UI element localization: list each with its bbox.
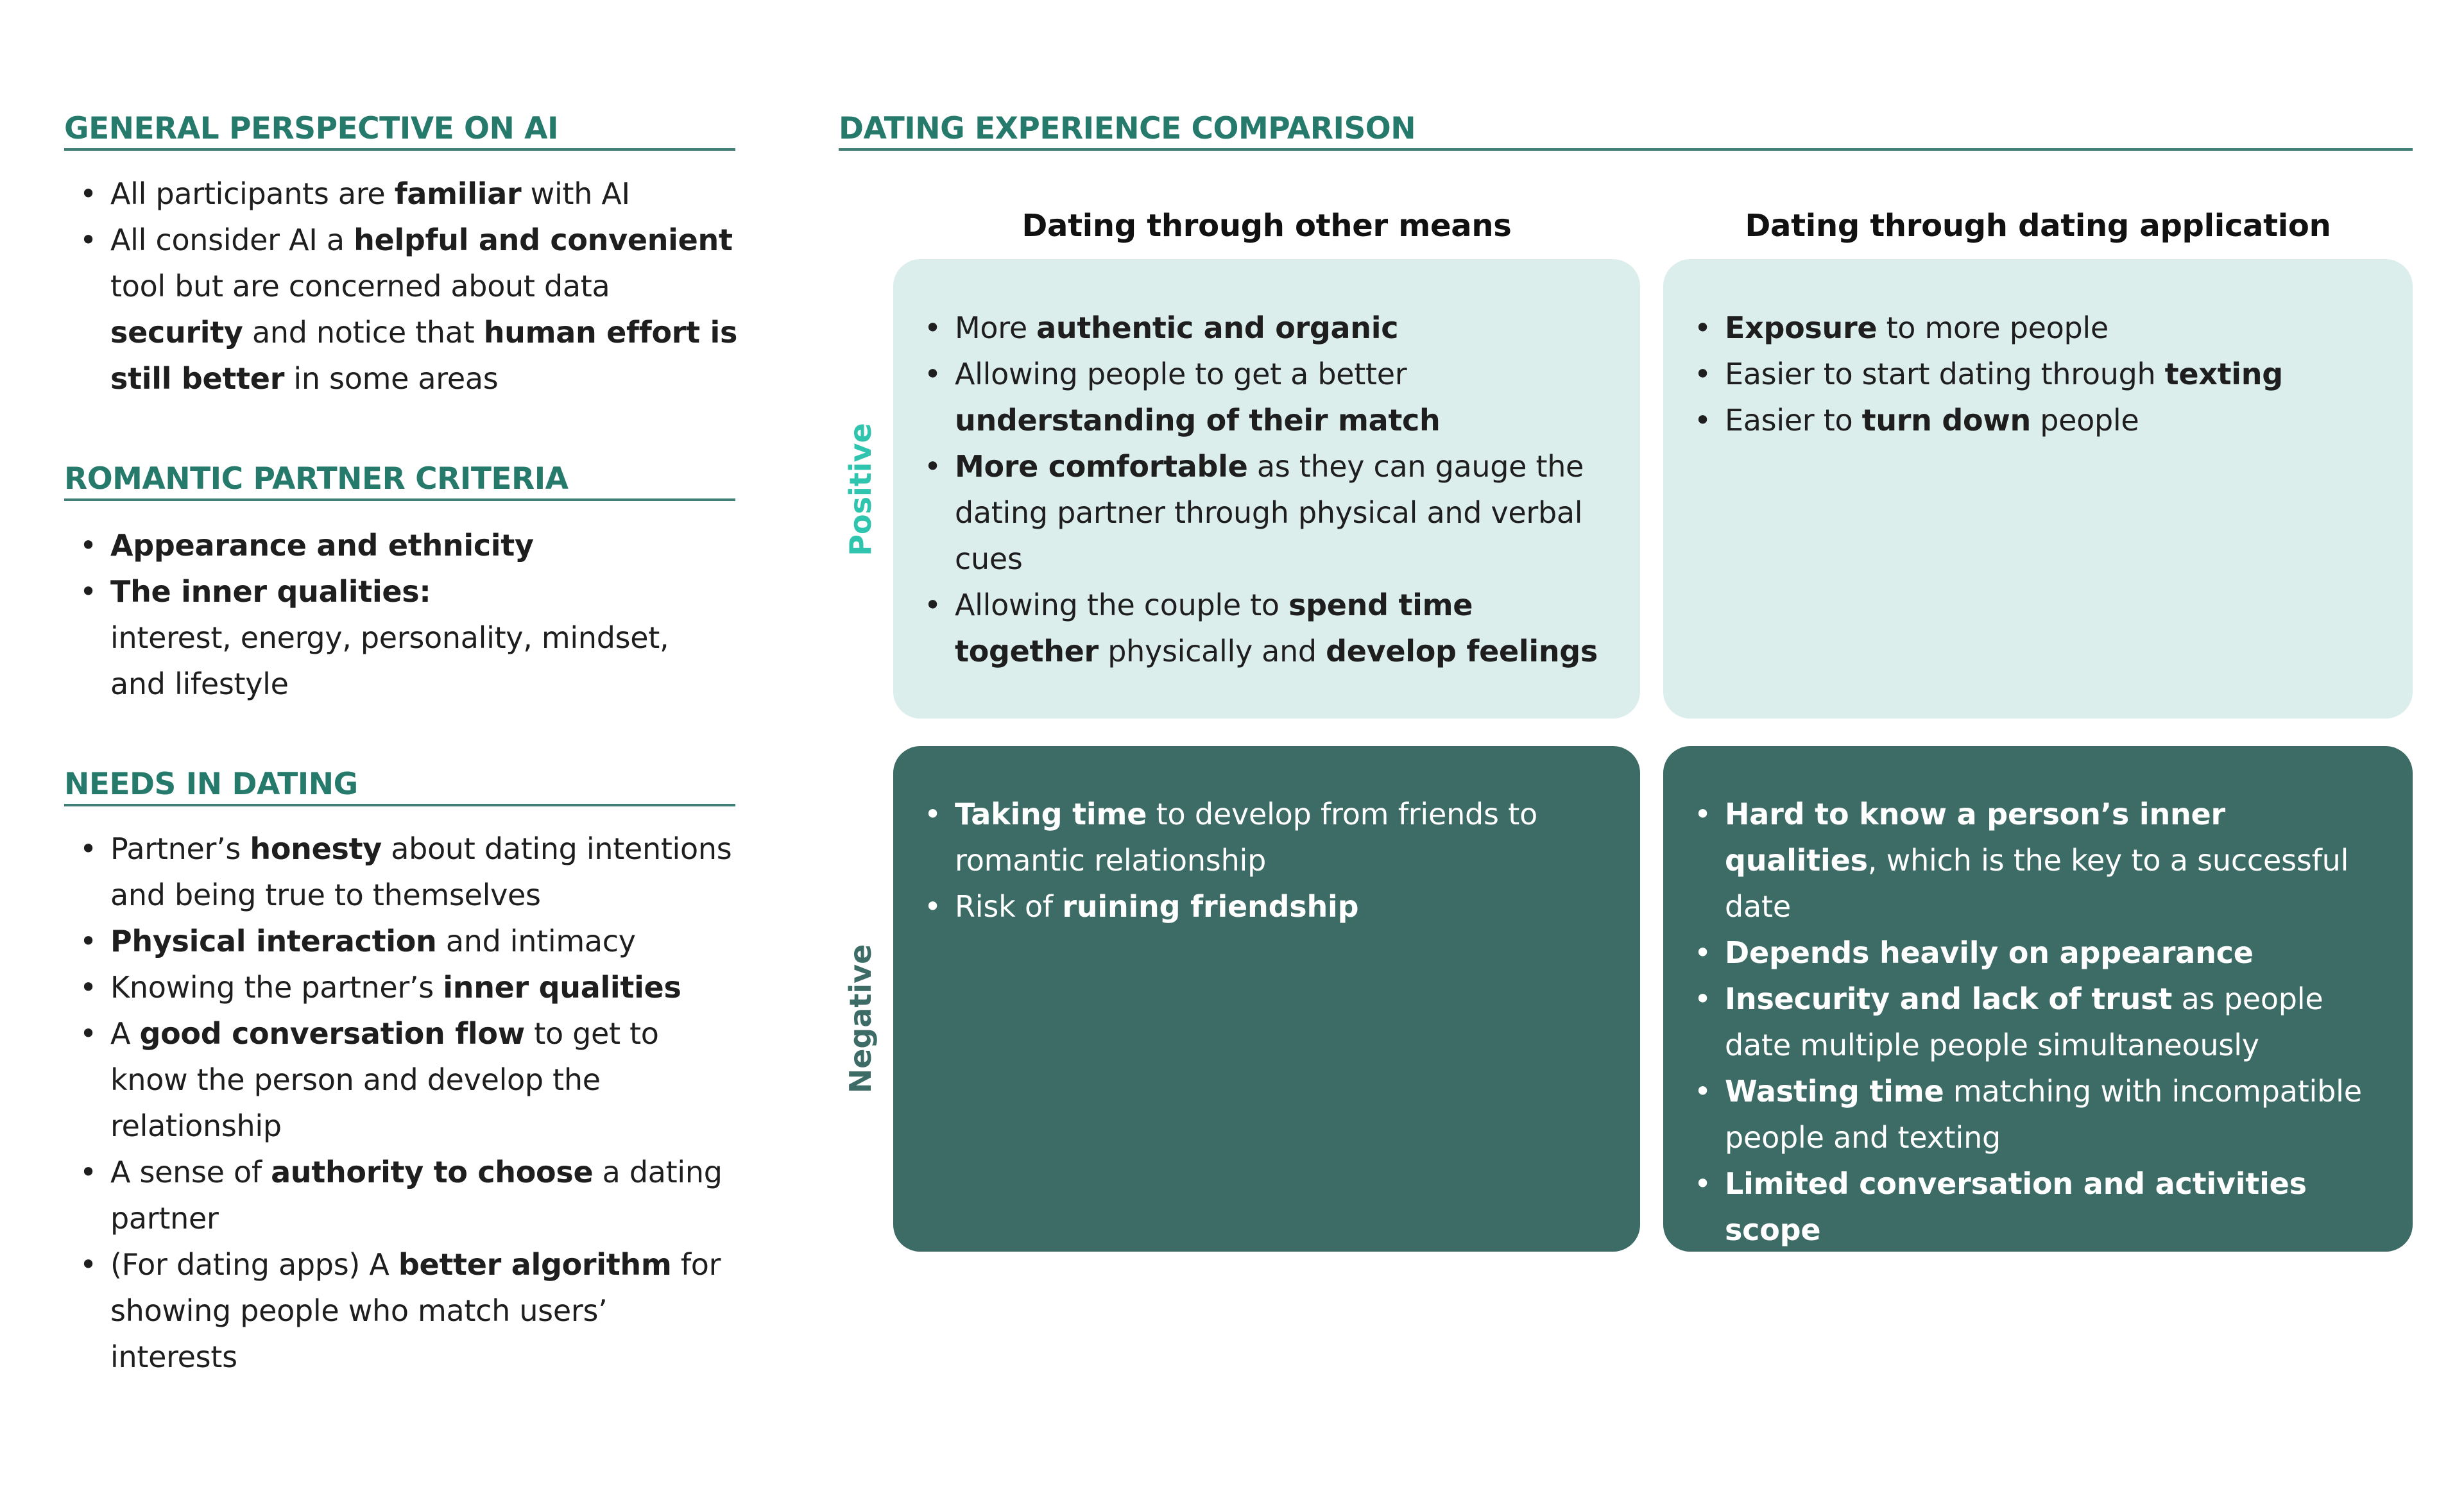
- positive-dating-app-list: Exposure to more peopleEasier to start d…: [1663, 259, 2413, 443]
- needs-in-dating-list: Partner’s honesty about dating intention…: [64, 826, 738, 1380]
- bullet-item: Risk of ruining friendship: [909, 883, 1602, 930]
- negative-dating-app-card: Hard to know a person’s inner qualities,…: [1663, 746, 2413, 1299]
- bullet-item: Allowing the couple to spend time togeth…: [909, 582, 1602, 674]
- bullet-item: Allowing people to get a better understa…: [909, 351, 1602, 443]
- row-label-positive: Positive: [843, 423, 878, 556]
- bullet-item: More comfortable as they can gauge the d…: [909, 443, 1602, 582]
- bullet-item: Poor algorithm: [1679, 1253, 2374, 1299]
- bullet-item: Taking time to develop from friends to r…: [909, 791, 1602, 883]
- bullet-item: Wasting time matching with incompatible …: [1679, 1068, 2374, 1161]
- positive-other-means-list: More authentic and organicAllowing peopl…: [893, 259, 1640, 674]
- comparison-rule: [839, 148, 2413, 151]
- positive-dating-app-card: Exposure to more peopleEasier to start d…: [1663, 259, 2413, 719]
- bullet-item: Exposure to more people: [1679, 305, 2374, 351]
- negative-other-means-card: Taking time to develop from friends to r…: [893, 746, 1640, 1252]
- bullet-item: Knowing the partner’s inner qualities: [64, 964, 738, 1010]
- negative-dating-app-list: Hard to know a person’s inner qualities,…: [1663, 746, 2413, 1299]
- general-perspective-title: GENERAL PERSPECTIVE ON AI: [64, 111, 559, 146]
- row-label-negative: Negative: [843, 944, 878, 1094]
- general-perspective-list: All participants are familiar with AIAll…: [64, 171, 738, 402]
- bullet-item: Partner’s honesty about dating intention…: [64, 826, 738, 918]
- romantic-criteria-title: ROMANTIC PARTNER CRITERIA: [64, 461, 569, 497]
- bullet-item: Depends heavily on appearance: [1679, 930, 2374, 976]
- general-perspective-rule: [64, 148, 735, 151]
- bullet-item: The inner qualities:interest, energy, pe…: [64, 568, 680, 707]
- bullet-item: More authentic and organic: [909, 305, 1602, 351]
- bullet-item: Easier to turn down people: [1679, 397, 2374, 443]
- bullet-item: Limited conversation and activities scop…: [1679, 1161, 2374, 1253]
- romantic-criteria-rule: [64, 498, 735, 501]
- bullet-item: (For dating apps) A better algorithm for…: [64, 1241, 738, 1380]
- bullet-item: Physical interaction and intimacy: [64, 918, 738, 964]
- comparison-title: DATING EXPERIENCE COMPARISON: [839, 111, 1416, 146]
- bullet-item: Hard to know a person’s inner qualities,…: [1679, 791, 2374, 930]
- column-header-dating-app: Dating through dating application: [1745, 208, 2331, 244]
- needs-in-dating-title: NEEDS IN DATING: [64, 767, 358, 802]
- bullet-item: A sense of authority to choose a dating …: [64, 1149, 738, 1241]
- romantic-criteria-list: Appearance and ethnicityThe inner qualit…: [64, 522, 680, 707]
- positive-other-means-card: More authentic and organicAllowing peopl…: [893, 259, 1640, 719]
- bullet-item: A good conversation flow to get to know …: [64, 1010, 738, 1149]
- bullet-item: All consider AI a helpful and convenient…: [64, 217, 738, 402]
- bullet-item: Appearance and ethnicity: [64, 522, 680, 568]
- bullet-item: Easier to start dating through texting: [1679, 351, 2374, 397]
- negative-other-means-list: Taking time to develop from friends to r…: [893, 746, 1640, 930]
- bullet-item: All participants are familiar with AI: [64, 171, 738, 217]
- needs-in-dating-rule: [64, 804, 735, 806]
- bullet-item: Insecurity and lack of trust as people d…: [1679, 976, 2374, 1068]
- column-header-other-means: Dating through other means: [1022, 208, 1512, 244]
